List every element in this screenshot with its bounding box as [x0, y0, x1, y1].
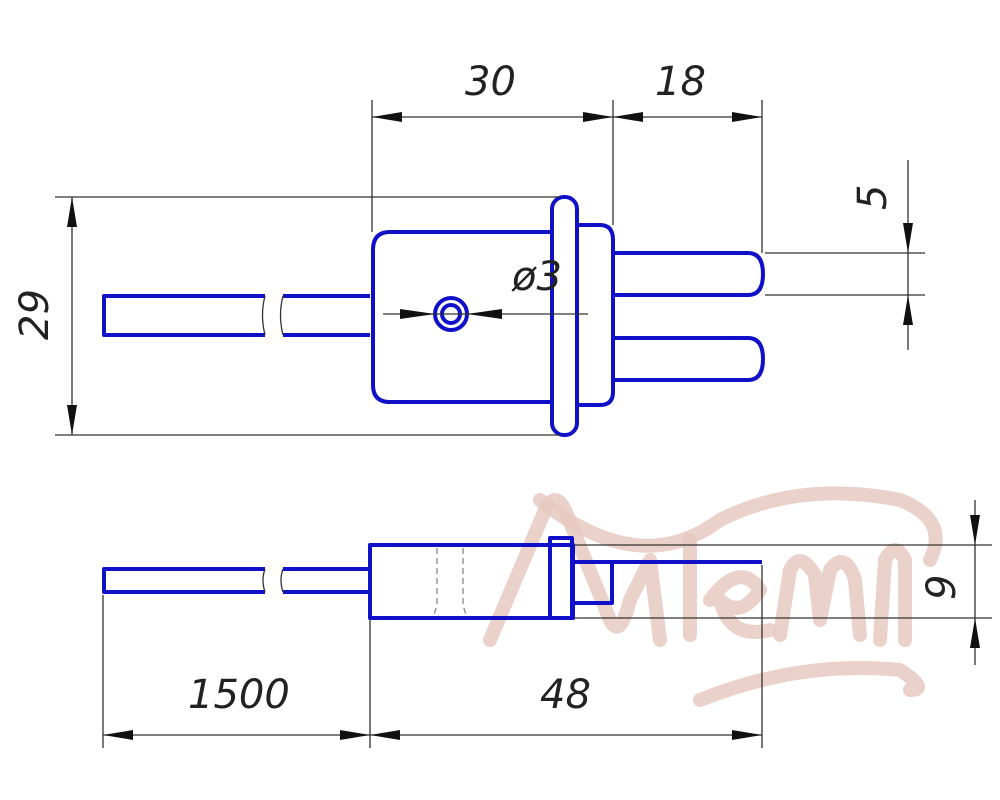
- top-view: [102, 195, 765, 437]
- pin-2: [613, 336, 765, 382]
- flange-top: [550, 195, 579, 437]
- body-side: [368, 543, 575, 620]
- dim-30: 30: [465, 59, 516, 105]
- dim-5: 5: [850, 185, 896, 210]
- flange-side: [548, 536, 574, 620]
- dim-48: 48: [540, 672, 591, 718]
- dim-9: 9: [919, 575, 965, 600]
- dim-18: 18: [655, 59, 706, 105]
- cable-side: [102, 567, 265, 594]
- watermark-logo: [483, 486, 943, 707]
- body-top: [371, 230, 552, 404]
- dim-diameter-3: ø3: [511, 254, 562, 300]
- cable-top: [102, 294, 265, 337]
- dimensions-top: 30 18 29 5 ø3: [12, 59, 925, 436]
- dim-1500: 1500: [188, 672, 290, 718]
- dimensions-side: 9 1500 48: [102, 500, 992, 748]
- pin-1: [613, 251, 765, 297]
- dim-29: 29: [12, 289, 58, 340]
- side-view: [102, 536, 762, 620]
